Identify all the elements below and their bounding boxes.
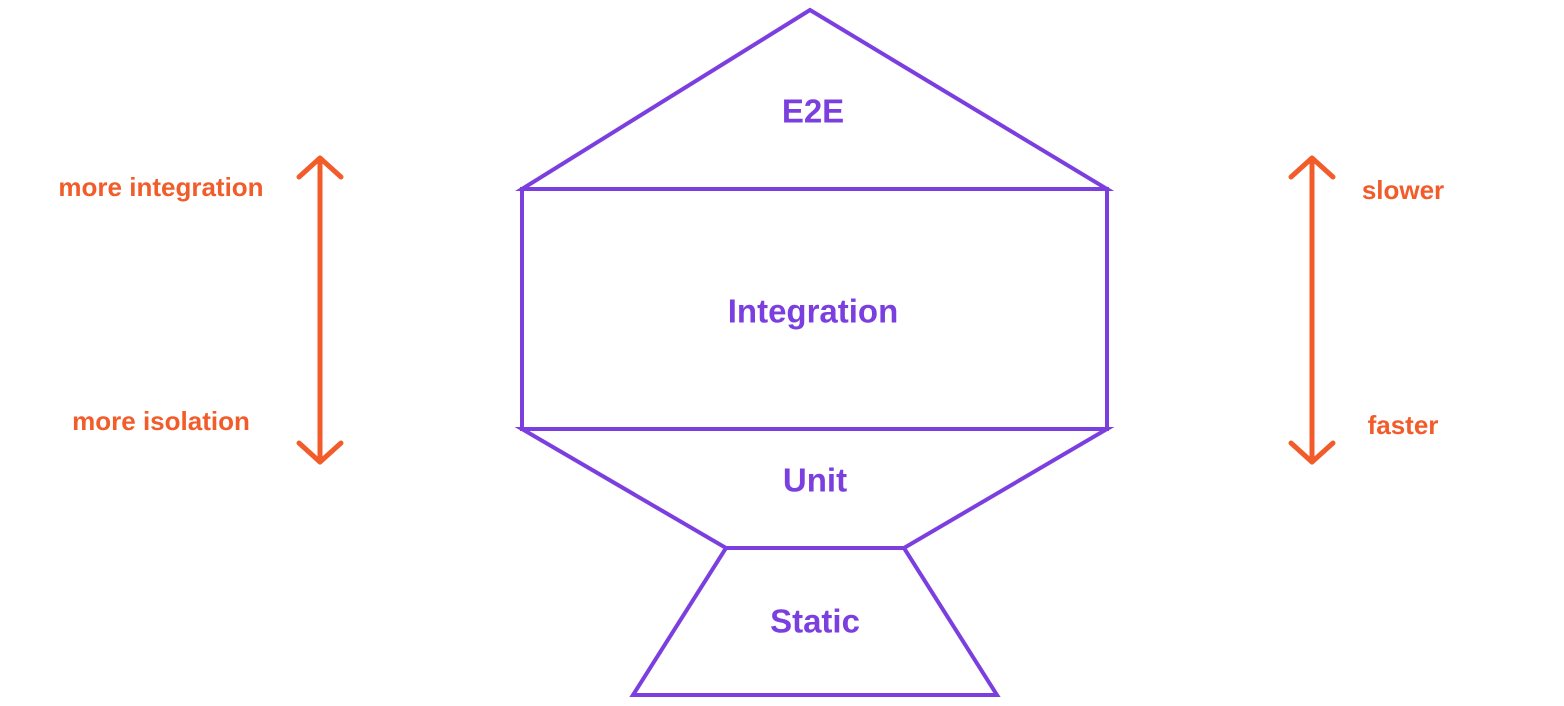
unit-label: Unit	[783, 462, 847, 499]
left-arrow-head-up	[296, 155, 344, 180]
more-integration-label: more integration	[58, 172, 263, 202]
right-double-arrow	[1288, 155, 1336, 465]
left-arrow-head-down	[296, 440, 344, 465]
trophy-shape	[514, 7, 1115, 697]
slower-label: slower	[1362, 175, 1444, 205]
faster-label: faster	[1368, 410, 1439, 440]
static-label: Static	[770, 603, 860, 640]
e2e-label: E2E	[782, 93, 844, 130]
left-double-arrow	[296, 155, 344, 465]
right-arrow-head-up	[1288, 155, 1336, 180]
integration-label: Integration	[728, 293, 899, 330]
right-arrow-head-down	[1288, 440, 1336, 465]
static-layer	[629, 546, 1001, 697]
more-isolation-label: more isolation	[72, 406, 250, 436]
